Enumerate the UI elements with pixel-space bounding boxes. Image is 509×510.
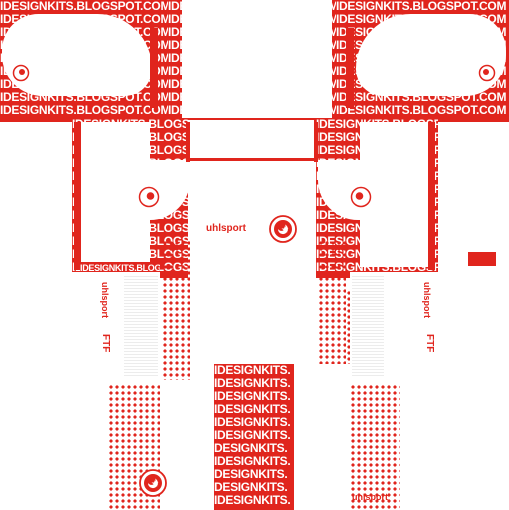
shirt-side-left bbox=[108, 160, 190, 220]
shorts-right-stripes bbox=[352, 276, 384, 376]
watermark-row: DESIGNKITS. bbox=[214, 441, 288, 455]
top-center-white-panel bbox=[182, 0, 332, 118]
shorts-left-stripes bbox=[124, 276, 158, 376]
placket-right bbox=[314, 122, 318, 162]
watermark-row: IDESIGNKITS. bbox=[214, 454, 291, 468]
crest-icon bbox=[268, 212, 298, 246]
right-sleeve-cuff bbox=[346, 28, 354, 108]
shirt-brand-text: uhlsport bbox=[206, 223, 246, 234]
watermark-row: DESIGNKITS. bbox=[214, 467, 288, 481]
shorts-left-federation-text: FTF bbox=[100, 334, 111, 353]
collar-logo-icon bbox=[478, 64, 496, 82]
right-sleeve-shape bbox=[356, 14, 506, 96]
watermark-row: IDESIGNKITS. bbox=[214, 364, 291, 377]
shorts-waist-right bbox=[468, 252, 496, 266]
watermark-row: IDESIGNKITS.BLOGSPOT.COM bbox=[0, 0, 168, 13]
watermark-row: IDESIGNKITS.BLOGSPOT.COM bbox=[0, 103, 168, 117]
watermark-row: DESIGNKITS. bbox=[214, 480, 288, 494]
collar-logo-icon bbox=[350, 186, 372, 208]
shirt-side-right bbox=[318, 160, 400, 220]
back-panel-right-edge bbox=[428, 122, 435, 270]
watermark-row: IDESIGNKITS. bbox=[214, 428, 291, 442]
watermark-row: IDESIGNKITS.BLOGSPOT.COM bbox=[336, 103, 507, 117]
pattern-panel-left bbox=[162, 240, 190, 380]
watermark-block-shorts-top: IDESIGNKITS.BLOGS bbox=[80, 262, 160, 274]
left-sleeve-shape bbox=[2, 14, 152, 96]
socks-brand-text: uhlsport bbox=[352, 492, 388, 502]
shorts-right-federation-text: FTF bbox=[424, 334, 435, 353]
watermark-block-bottom-center: IDESIGNKITS. IDESIGNKITS. IDESIGNKITS. I… bbox=[214, 364, 294, 510]
crest-icon bbox=[138, 466, 168, 500]
back-panel-left-edge bbox=[74, 122, 81, 270]
watermark-row: IDESIGNKITS. bbox=[214, 402, 291, 416]
shirt-front-body bbox=[188, 120, 314, 390]
collar-line bbox=[190, 158, 316, 161]
watermark-row: IDESIGNKITS.BLOGS bbox=[80, 263, 160, 273]
pattern-panel-right bbox=[318, 240, 346, 380]
watermark-row: IDESIGNKITS. bbox=[214, 415, 291, 429]
watermark-row: IDESIGNKITS. bbox=[214, 376, 291, 390]
collar-logo-icon bbox=[12, 64, 30, 82]
bottom-center-gap-left bbox=[190, 364, 214, 510]
bottom-center-gap-right bbox=[294, 364, 350, 510]
shorts-left-brand-text: uhlsport bbox=[100, 282, 110, 318]
shorts-right-dots bbox=[350, 384, 400, 510]
watermark-row: IDESIGNKITS. bbox=[214, 493, 291, 507]
watermark-row: IDESIGNKITS. bbox=[214, 389, 291, 403]
left-sleeve-cuff bbox=[150, 28, 158, 108]
collar-logo-icon bbox=[138, 186, 160, 208]
placket-left bbox=[186, 122, 190, 162]
shorts-right-brand-text: uhlsport bbox=[422, 282, 432, 318]
watermark-row: IDESIGNKITS.BLOGSPOT.COM bbox=[336, 0, 507, 13]
